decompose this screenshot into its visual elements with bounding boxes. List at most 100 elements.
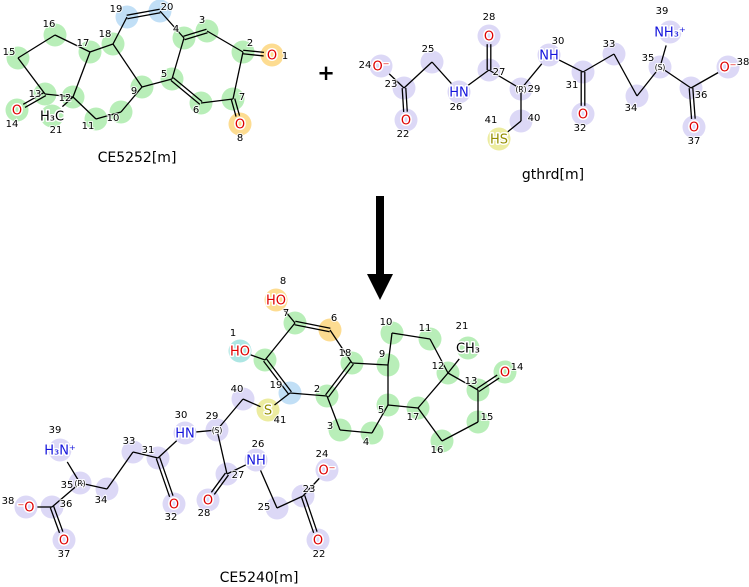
atom-number-26: 26 [450, 102, 463, 113]
atom-number-25: 25 [422, 44, 435, 55]
atom-symbol-14: O [12, 104, 22, 119]
atom-number-10: 10 [107, 113, 120, 124]
atom-number-14: 14 [511, 362, 524, 373]
bond [44, 93, 74, 98]
atom-highlight [48, 438, 72, 462]
bond [295, 320, 331, 329]
atom-number-28: 28 [483, 12, 496, 23]
atom-highlight [14, 495, 38, 519]
atom-number-30: 30 [175, 410, 188, 421]
atom-number-3: 3 [199, 15, 205, 26]
atom-number-8: 8 [280, 276, 286, 287]
atom-highlight [571, 102, 595, 126]
atom-number-16: 16 [431, 445, 444, 456]
atom-number-17: 17 [77, 38, 90, 49]
atom-number-7: 7 [283, 308, 289, 319]
atom-highlight [306, 528, 330, 552]
atom-highlight [487, 127, 511, 151]
bond [276, 495, 304, 509]
bond [66, 461, 81, 484]
atom-number-32: 32 [574, 123, 587, 134]
atom-symbol-28: O [203, 494, 213, 509]
bond [403, 61, 433, 89]
atom-number-7: 7 [239, 92, 245, 103]
atom-symbol-1: HO [230, 345, 250, 360]
atom-symbol-38: O⁻ [719, 61, 736, 76]
atom-symbol-32: O [578, 108, 588, 123]
bond [230, 99, 237, 117]
atom-symbol-22: O [401, 114, 411, 129]
atom-number-6: 6 [193, 105, 199, 116]
atom-number-13: 13 [29, 89, 42, 100]
bond [250, 354, 266, 361]
bond [216, 429, 228, 475]
atom-symbol-8: HO [266, 294, 286, 309]
bond [388, 73, 405, 89]
molecule-label-reactant-glutathione: gthrd[m] [522, 167, 584, 183]
atom-number-17: 17 [407, 412, 420, 423]
atom-highlight [260, 43, 284, 67]
atom-number-29: 29 [206, 411, 219, 422]
molecule-label-product: CE5240[m] [220, 570, 299, 586]
atom-symbol-30: HN [175, 427, 195, 442]
atom-highlight [228, 339, 252, 363]
bond [582, 53, 615, 73]
atom-number-34: 34 [625, 103, 638, 114]
atom-number-5: 5 [378, 405, 384, 416]
atom-number-34: 34 [95, 495, 108, 506]
atom-number-11: 11 [82, 121, 95, 132]
atom-number-9: 9 [131, 86, 137, 97]
bond [636, 66, 661, 97]
atom-number-13: 13 [465, 376, 478, 387]
bond [259, 470, 278, 509]
atom-number-38: 38 [737, 57, 749, 68]
atom-highlight [315, 458, 339, 482]
bond [183, 28, 207, 37]
bond [300, 496, 315, 534]
bond [213, 474, 229, 495]
atom-symbol-39: H₃N⁺ [44, 444, 76, 459]
bond [24, 94, 47, 109]
bond [520, 63, 543, 90]
atom-symbol-21: H₃C [40, 110, 64, 125]
atom-highlight [228, 112, 252, 136]
bond [226, 464, 247, 475]
molecule-label-reactant-steroid: CE5252[m] [98, 150, 177, 166]
atom-number-41: 41 [485, 115, 498, 126]
bond [234, 98, 241, 116]
bond [243, 49, 265, 54]
atom-number-2: 2 [247, 38, 253, 49]
bond [329, 329, 353, 364]
bond [282, 308, 296, 324]
bond [172, 77, 203, 103]
atom-number-10: 10 [380, 317, 393, 328]
stereo-label-29: (S) [212, 426, 223, 435]
atom-number-30: 30 [552, 36, 565, 47]
bond [351, 362, 389, 366]
bond [17, 57, 46, 95]
bond [417, 372, 449, 409]
bond [95, 111, 122, 120]
atom-symbol-1: O [267, 49, 277, 64]
atom-number-5: 5 [161, 69, 167, 80]
atom-number-4: 4 [173, 24, 179, 35]
atom-number-16: 16 [43, 19, 56, 30]
bond [274, 392, 291, 406]
bond [387, 332, 393, 366]
bond [613, 53, 638, 97]
bond [72, 51, 91, 98]
bond [478, 377, 500, 393]
bond [61, 96, 74, 108]
atom-symbol-22: O [313, 534, 323, 549]
bond [141, 78, 173, 88]
bond [289, 392, 328, 397]
bond [294, 324, 330, 333]
bond [54, 34, 91, 53]
atom-highlight [369, 54, 393, 78]
atom-symbol-8: O [235, 118, 245, 133]
bond [447, 372, 479, 391]
bond [488, 69, 522, 90]
